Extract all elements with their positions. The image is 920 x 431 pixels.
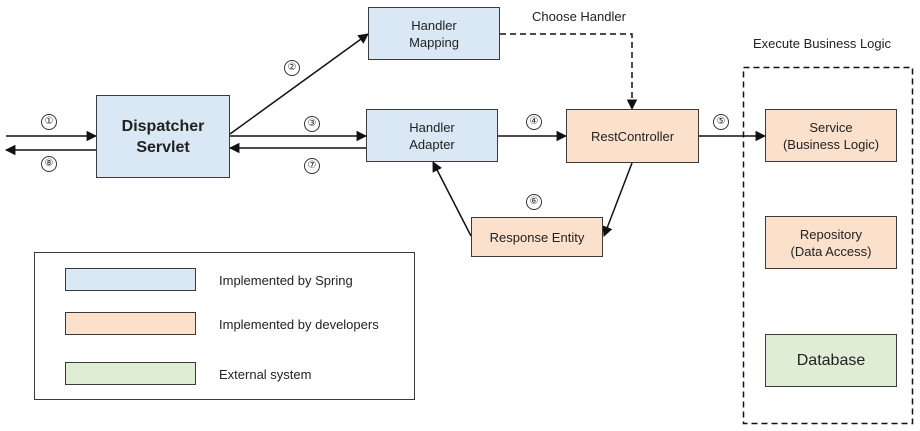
step-7-marker: ⑦ xyxy=(304,158,320,174)
dispatcher-servlet-label-line2: Servlet xyxy=(136,138,190,156)
service-node: Service (Business Logic) xyxy=(765,109,897,162)
step-6-marker: ⑥ xyxy=(526,194,542,210)
step-5-marker: ⑤ xyxy=(713,114,729,130)
step-8-marker: ⑧ xyxy=(41,156,57,172)
database-label: Database xyxy=(796,352,866,369)
choose-handler-label: Choose Handler xyxy=(532,9,626,24)
execute-business-logic-label: Execute Business Logic xyxy=(753,36,892,51)
repository-node: Repository (Data Access) xyxy=(765,216,897,269)
database-node: Database xyxy=(765,334,897,387)
legend-swatch-developers xyxy=(65,312,196,335)
step-4-marker: ④ xyxy=(526,114,542,130)
legend-label-developers: Implemented by developers xyxy=(219,317,379,332)
dispatcher-servlet-label-line1: Dispatcher xyxy=(121,117,205,135)
handler-adapter-label-line2: Adapter xyxy=(409,136,455,152)
handler-mapping-label-line2: Mapping xyxy=(409,34,459,50)
response-entity-node: Response Entity xyxy=(471,217,603,257)
step-1-marker: ① xyxy=(41,114,57,130)
dispatcher-servlet-node: Dispatcher Servlet xyxy=(96,95,230,178)
rest-controller-node: RestController xyxy=(566,109,699,163)
legend-label-spring: Implemented by Spring xyxy=(219,273,353,288)
legend-swatch-spring xyxy=(65,268,196,291)
repository-label-line2: (Data Access) xyxy=(790,243,872,259)
legend: Implemented by Spring Implemented by dev… xyxy=(34,252,415,400)
step-2-marker: ② xyxy=(284,60,300,76)
business-logic-frame xyxy=(742,66,914,425)
arrow-step-2 xyxy=(229,33,369,135)
response-entity-label: Response Entity xyxy=(489,229,585,245)
arrow-choose-handler xyxy=(500,33,638,111)
arrow-step-6 xyxy=(432,161,472,237)
service-label-line1: Service xyxy=(809,119,853,135)
repository-label-line1: Repository xyxy=(799,226,863,242)
arrow-controller-to-response xyxy=(602,162,633,237)
service-label-line2: (Business Logic) xyxy=(782,136,880,152)
legend-label-external: External system xyxy=(219,367,312,382)
rest-controller-label: RestController xyxy=(590,128,675,144)
handler-adapter-label-line1: Handler xyxy=(409,119,455,135)
legend-swatch-external xyxy=(65,362,196,385)
handler-adapter-node: Handler Adapter xyxy=(366,109,498,162)
handler-mapping-label-line1: Handler xyxy=(411,17,457,33)
step-3-marker: ③ xyxy=(304,116,320,132)
handler-mapping-node: Handler Mapping xyxy=(368,7,500,60)
